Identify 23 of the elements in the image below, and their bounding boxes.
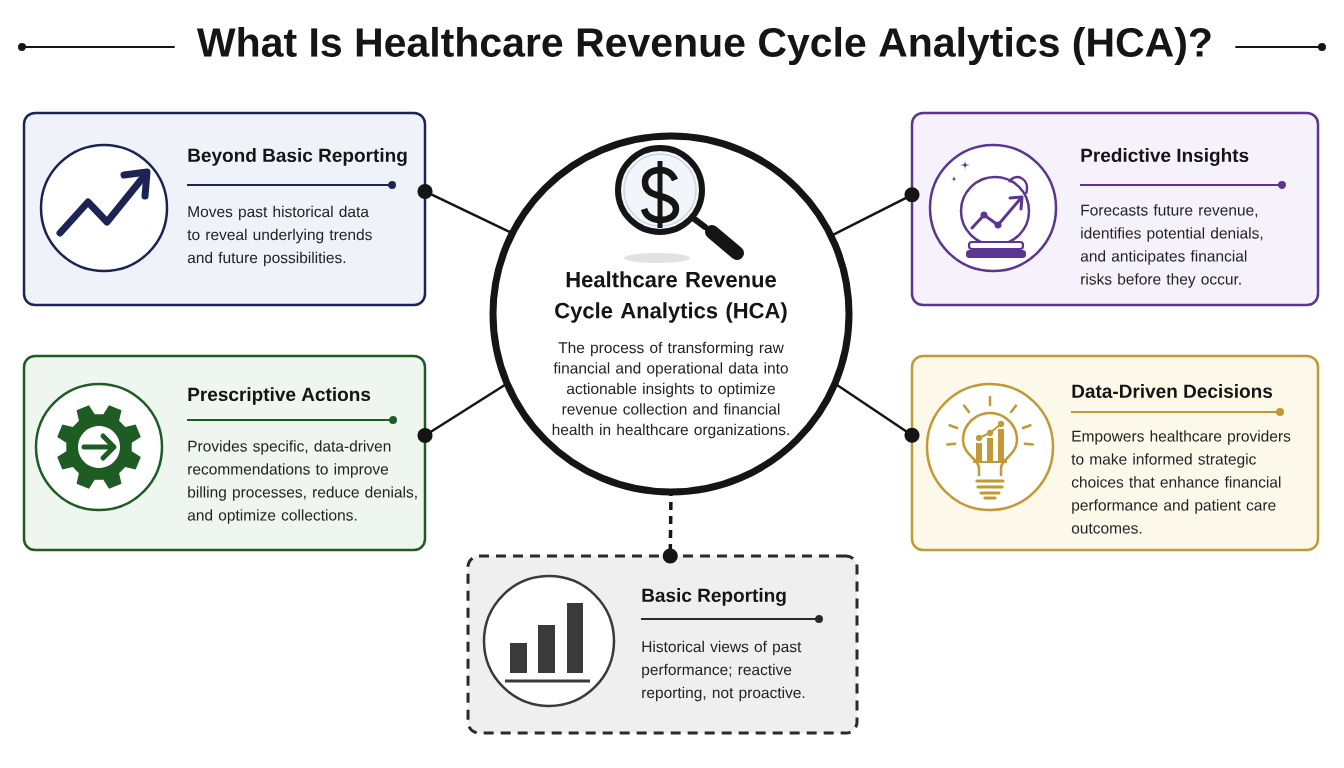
card-heading: Basic Reporting [642, 588, 786, 606]
card-heading: Data-Driven Decisions [1072, 384, 1273, 398]
info-card [910, 111, 1320, 307]
info-card [466, 554, 859, 735]
card-text: Forecasts future revenue, identifies potential denials, and anticipates financial risks before they occur. [1080, 204, 1263, 288]
connector-line [417, 382, 508, 443]
connector-line [834, 382, 920, 443]
info-card [22, 354, 427, 552]
card-text: Empowers healthcare providers to make informed strategic choices that enhance financial performance and patient care outcomes. [1071, 430, 1291, 534]
card-text: Moves past historical data to reveal underlying trends and future possibilities. [187, 205, 372, 267]
card-text: Historical views of past performance; reactive reporting, not proactive. [642, 640, 805, 702]
connector-line [417, 183, 513, 235]
hub-text: The process of transforming raw financial and operational data into actionable insights to optimize revenue collection and financial health in healthcare organizations. [552, 341, 789, 439]
card-heading: Prescriptive Actions [188, 387, 371, 405]
card-text: Provides specific, data-driven recommendations to improve billing processes, reduce denials, and optimize collections. [187, 440, 417, 524]
card-heading: Beyond Basic Reporting [188, 148, 407, 166]
hub-circle [489, 132, 853, 496]
info-card [22, 111, 427, 307]
title: What Is Healthcare Revenue Cycle Analytics (HCA)? [196, 26, 1211, 66]
info-card [910, 354, 1320, 552]
connector-line [830, 187, 920, 238]
card-heading: Predictive Insights [1081, 148, 1249, 166]
hub-heading: Healthcare Revenue Cycle Analytics (HCA) [555, 271, 787, 323]
